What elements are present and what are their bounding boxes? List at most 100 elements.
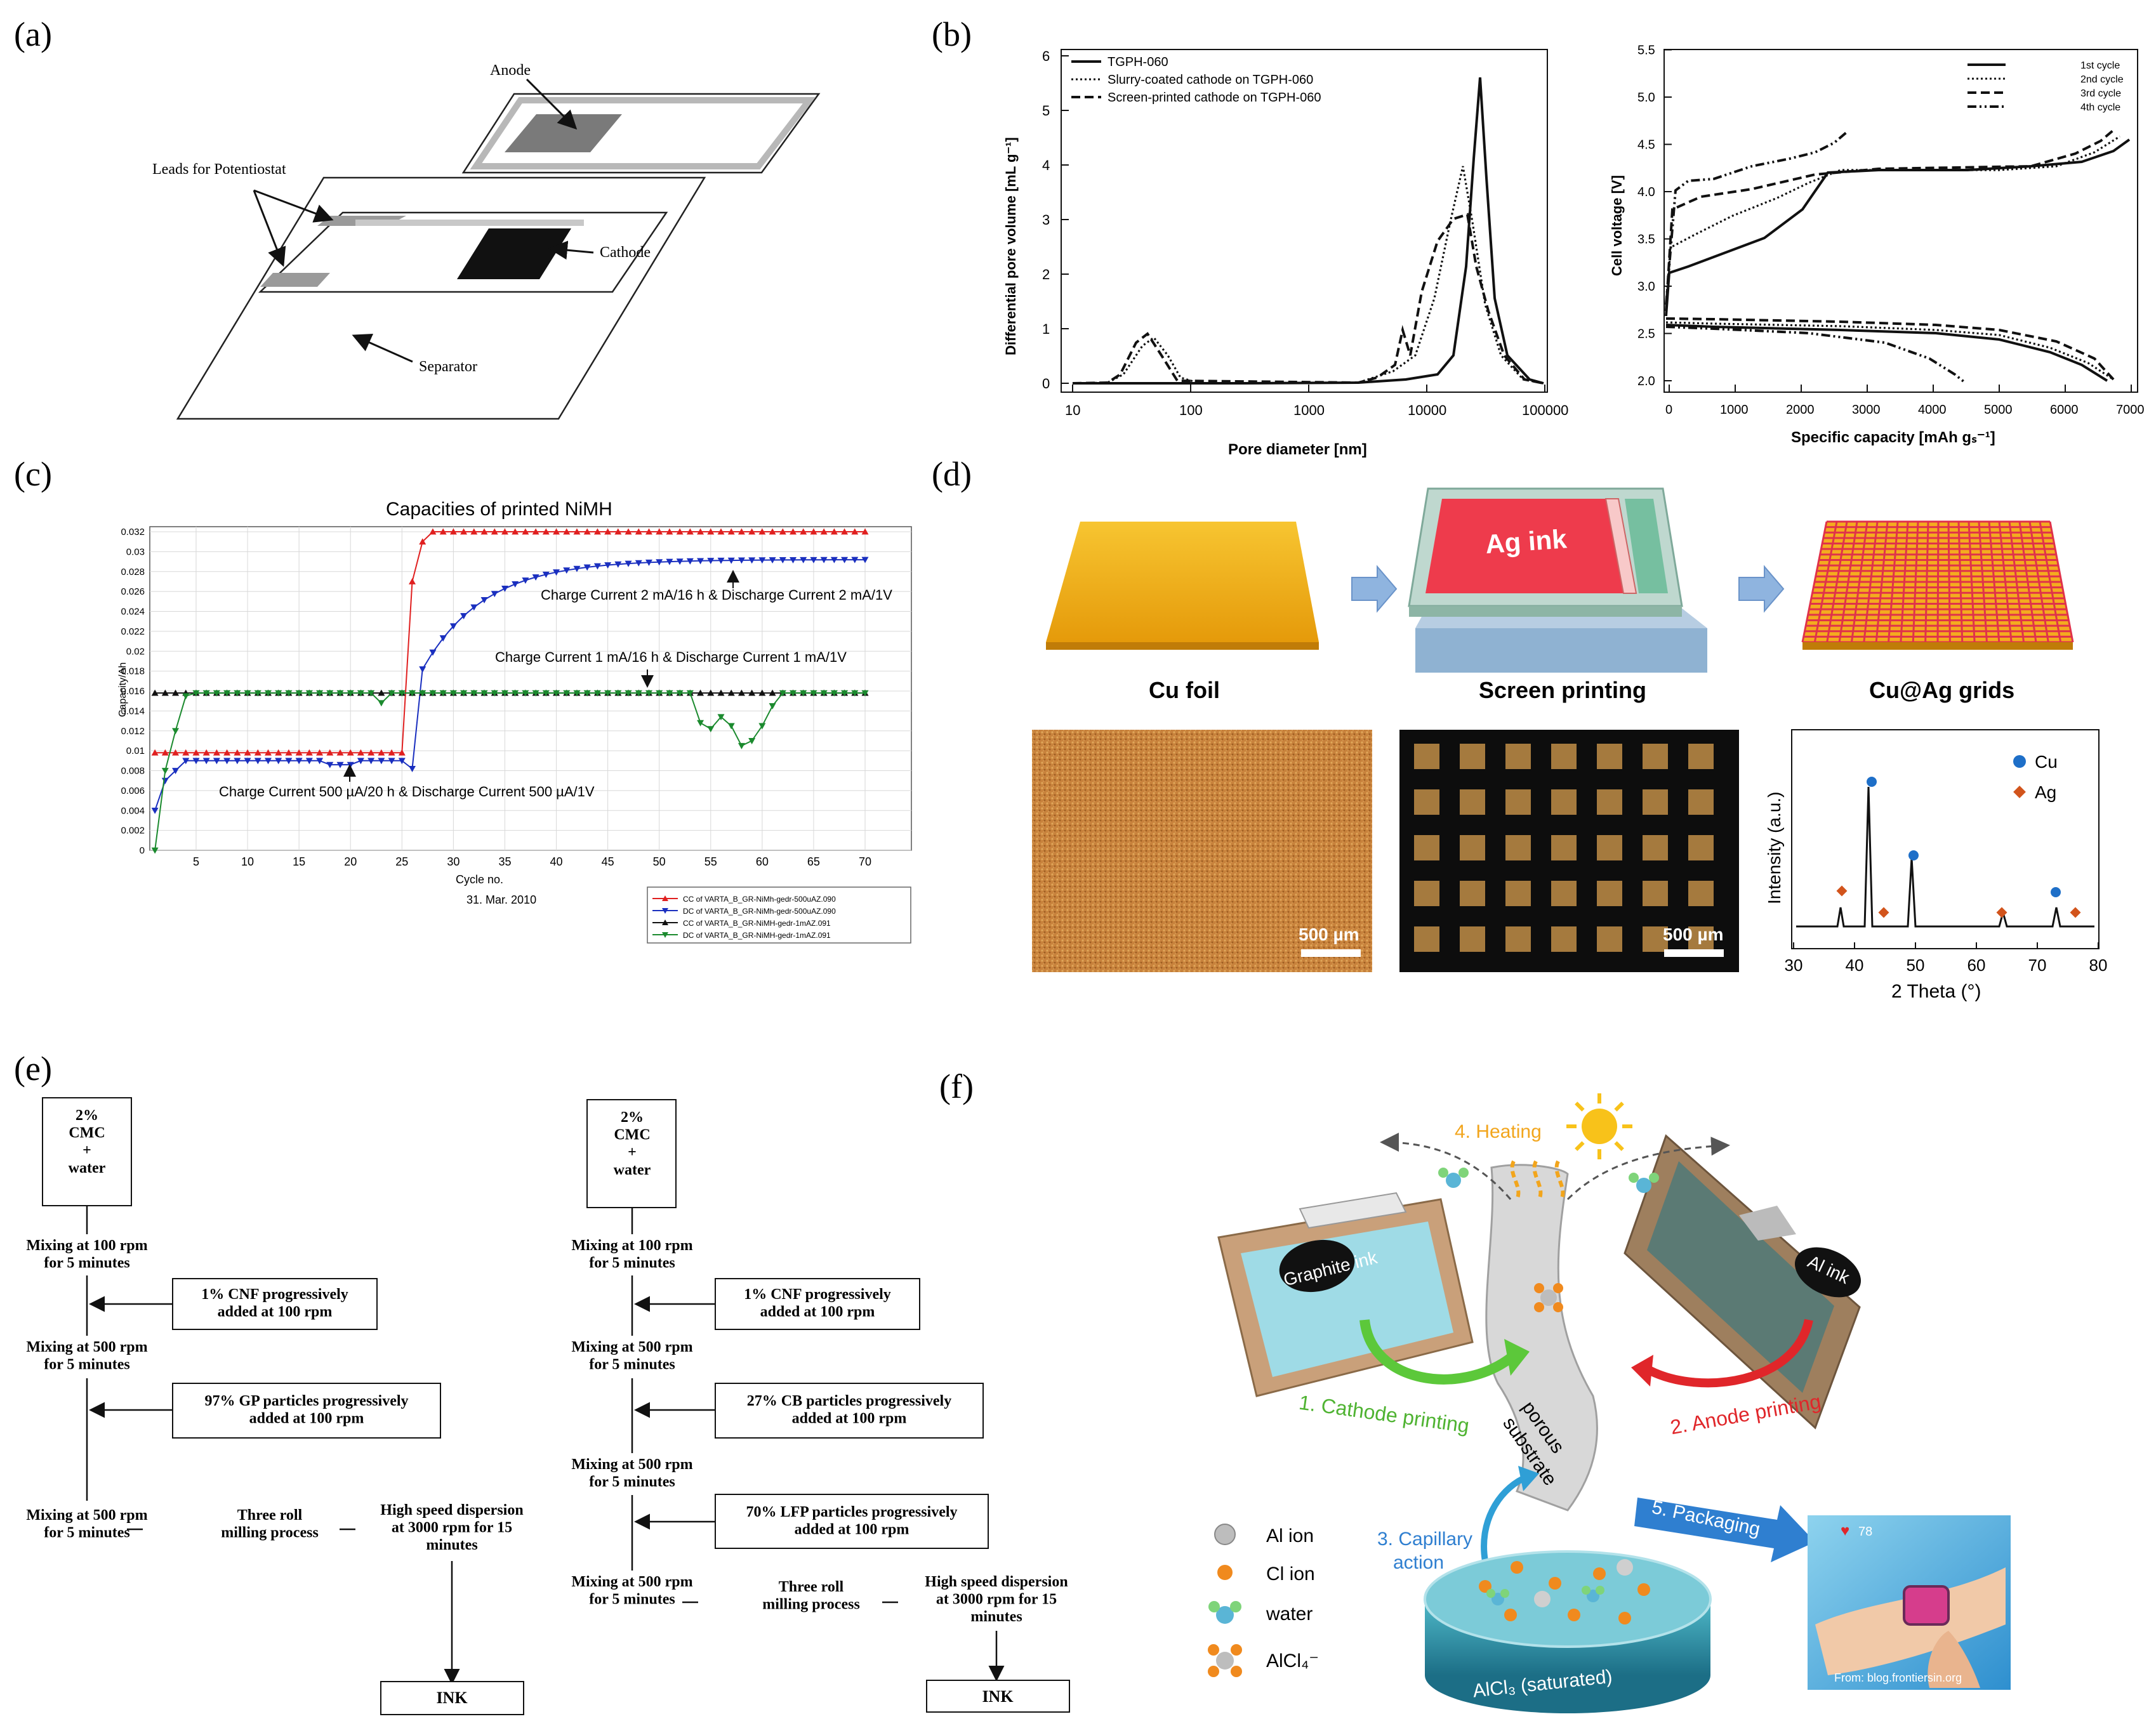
- nimh-point: [800, 690, 807, 697]
- nimh-point: [635, 690, 642, 697]
- nimh-point: [305, 690, 313, 697]
- anode-printing-label: 2. Anode printing: [1669, 1390, 1823, 1439]
- flow-start-text: water: [69, 1160, 106, 1176]
- panel-a: (a) Anode Leads for Potentiostat Cathode…: [14, 15, 821, 420]
- sun-rays: [1566, 1093, 1632, 1159]
- nimh-xtick-label: 70: [859, 855, 871, 868]
- printer-frame-side: [1409, 606, 1682, 617]
- nimh-point: [861, 557, 869, 563]
- nimh-point: [666, 528, 673, 535]
- nimh-point: [264, 749, 272, 756]
- xrd-xtick-label: 80: [2089, 956, 2108, 975]
- nimh-point: [737, 742, 745, 749]
- pore-xtick-label: 100: [1179, 402, 1203, 418]
- nimh-point: [841, 528, 849, 535]
- nimh-point: [645, 559, 652, 566]
- flow-mix3-text: Mixing at 500 rpm: [26, 1507, 147, 1524]
- nimh-point: [305, 758, 313, 765]
- grid-micro-square: [1505, 835, 1531, 860]
- grid-micro-square: [1414, 835, 1439, 860]
- voltage-xlabel: Specific capacity [mAh gₛ⁻¹]: [1791, 429, 1995, 446]
- nimh-point: [727, 557, 735, 564]
- nimh-point: [409, 690, 416, 697]
- nimh-point: [357, 749, 364, 756]
- xrd-legend-ag: Ag: [2035, 782, 2056, 802]
- sun-ray: [1575, 1102, 1585, 1112]
- nimh-point: [727, 723, 735, 730]
- nimh-point: [614, 561, 622, 568]
- grid-micro-square: [1414, 926, 1439, 952]
- nimh-point: [295, 758, 303, 765]
- pore-legend-3: Screen-printed cathode on TGPH-060: [1108, 91, 1321, 105]
- legend-alcl4: AlCl₄⁻: [1266, 1650, 1319, 1671]
- nimh-ytick-label: 0.026: [121, 586, 145, 597]
- nimh-point: [449, 623, 457, 630]
- nimh-point: [758, 723, 766, 730]
- nimh-xtick-label: 30: [447, 855, 460, 868]
- nimh-xtick-label: 55: [704, 855, 717, 868]
- nimh-point: [244, 690, 251, 697]
- flow-mix1-text: Mixing at 100 rpm: [571, 1237, 692, 1254]
- nimh-ytick-label: 0.02: [126, 646, 145, 657]
- flow-add1-text: added at 100 rpm: [760, 1304, 875, 1321]
- anode-printing-arrowhead: [1631, 1355, 1653, 1387]
- nimh-point: [409, 765, 416, 772]
- nimh-ytick-label: 0.018: [121, 666, 145, 677]
- nimh-point: [295, 690, 303, 697]
- nimh-point: [439, 528, 447, 535]
- nimh-point: [491, 591, 498, 598]
- grid-micro-square: [1643, 789, 1668, 815]
- volt-ytick-label: 4.5: [1637, 138, 1655, 152]
- nimh-point: [542, 690, 550, 697]
- nimh-point: [583, 564, 591, 571]
- nimh-point: [326, 749, 334, 756]
- beaker-water-h: [1500, 1589, 1509, 1598]
- nimh-point: [439, 690, 447, 697]
- volt-xtick-label: 5000: [1984, 403, 2013, 417]
- nimh-xtick-label: 35: [498, 855, 511, 868]
- nimh-point: [367, 758, 375, 765]
- nimh-point: [491, 690, 498, 697]
- nimh-point: [810, 690, 817, 697]
- cathode-squeegee: [1299, 1192, 1407, 1229]
- grid-micro-square: [1643, 744, 1668, 769]
- nimh-point: [275, 749, 282, 756]
- grid-micro-square: [1688, 926, 1714, 952]
- nimh-point: [604, 690, 612, 697]
- grid-micro-square: [1414, 744, 1439, 769]
- anode-printing-arrow: [1648, 1319, 1813, 1388]
- nimh-point: [553, 690, 560, 697]
- flow-roll-text: Three roll: [237, 1507, 303, 1524]
- volt-charge-4th: [1665, 131, 1848, 305]
- nimh-point: [614, 690, 622, 697]
- pore-xtick-label: 10000: [1408, 402, 1446, 418]
- nimh-point: [419, 538, 427, 545]
- flow-add2-text: added at 100 rpm: [792, 1411, 907, 1427]
- xrd-ag-marker-3: [1996, 907, 2007, 918]
- flow-ink-text: INK: [982, 1687, 1014, 1706]
- pore-curve-tgph: [1073, 77, 1544, 385]
- heating-label: 4. Heating: [1455, 1121, 1542, 1142]
- grid-micro-square: [1460, 881, 1485, 906]
- grid-micro-square: [1505, 926, 1531, 952]
- flow-start-text: CMC: [69, 1125, 105, 1142]
- nimh-point: [830, 557, 838, 563]
- nimh-point: [810, 528, 817, 535]
- legend-al-ion: Al ion: [1266, 1525, 1314, 1546]
- nimh-date: 31. Mar. 2010: [466, 893, 536, 906]
- nimh-point: [429, 528, 437, 535]
- grid-micro-square: [1597, 789, 1622, 815]
- nimh-point: [470, 604, 478, 611]
- flow-disp-text: minutes: [970, 1609, 1022, 1625]
- nimh-point: [161, 749, 169, 756]
- nimh-point: [800, 557, 807, 563]
- nimh-point: [656, 559, 663, 566]
- heart-icon: ♥: [1841, 1522, 1849, 1539]
- nimh-point: [779, 557, 786, 563]
- nimh-point: [737, 528, 745, 535]
- nimh-ytick-label: 0.028: [121, 567, 145, 577]
